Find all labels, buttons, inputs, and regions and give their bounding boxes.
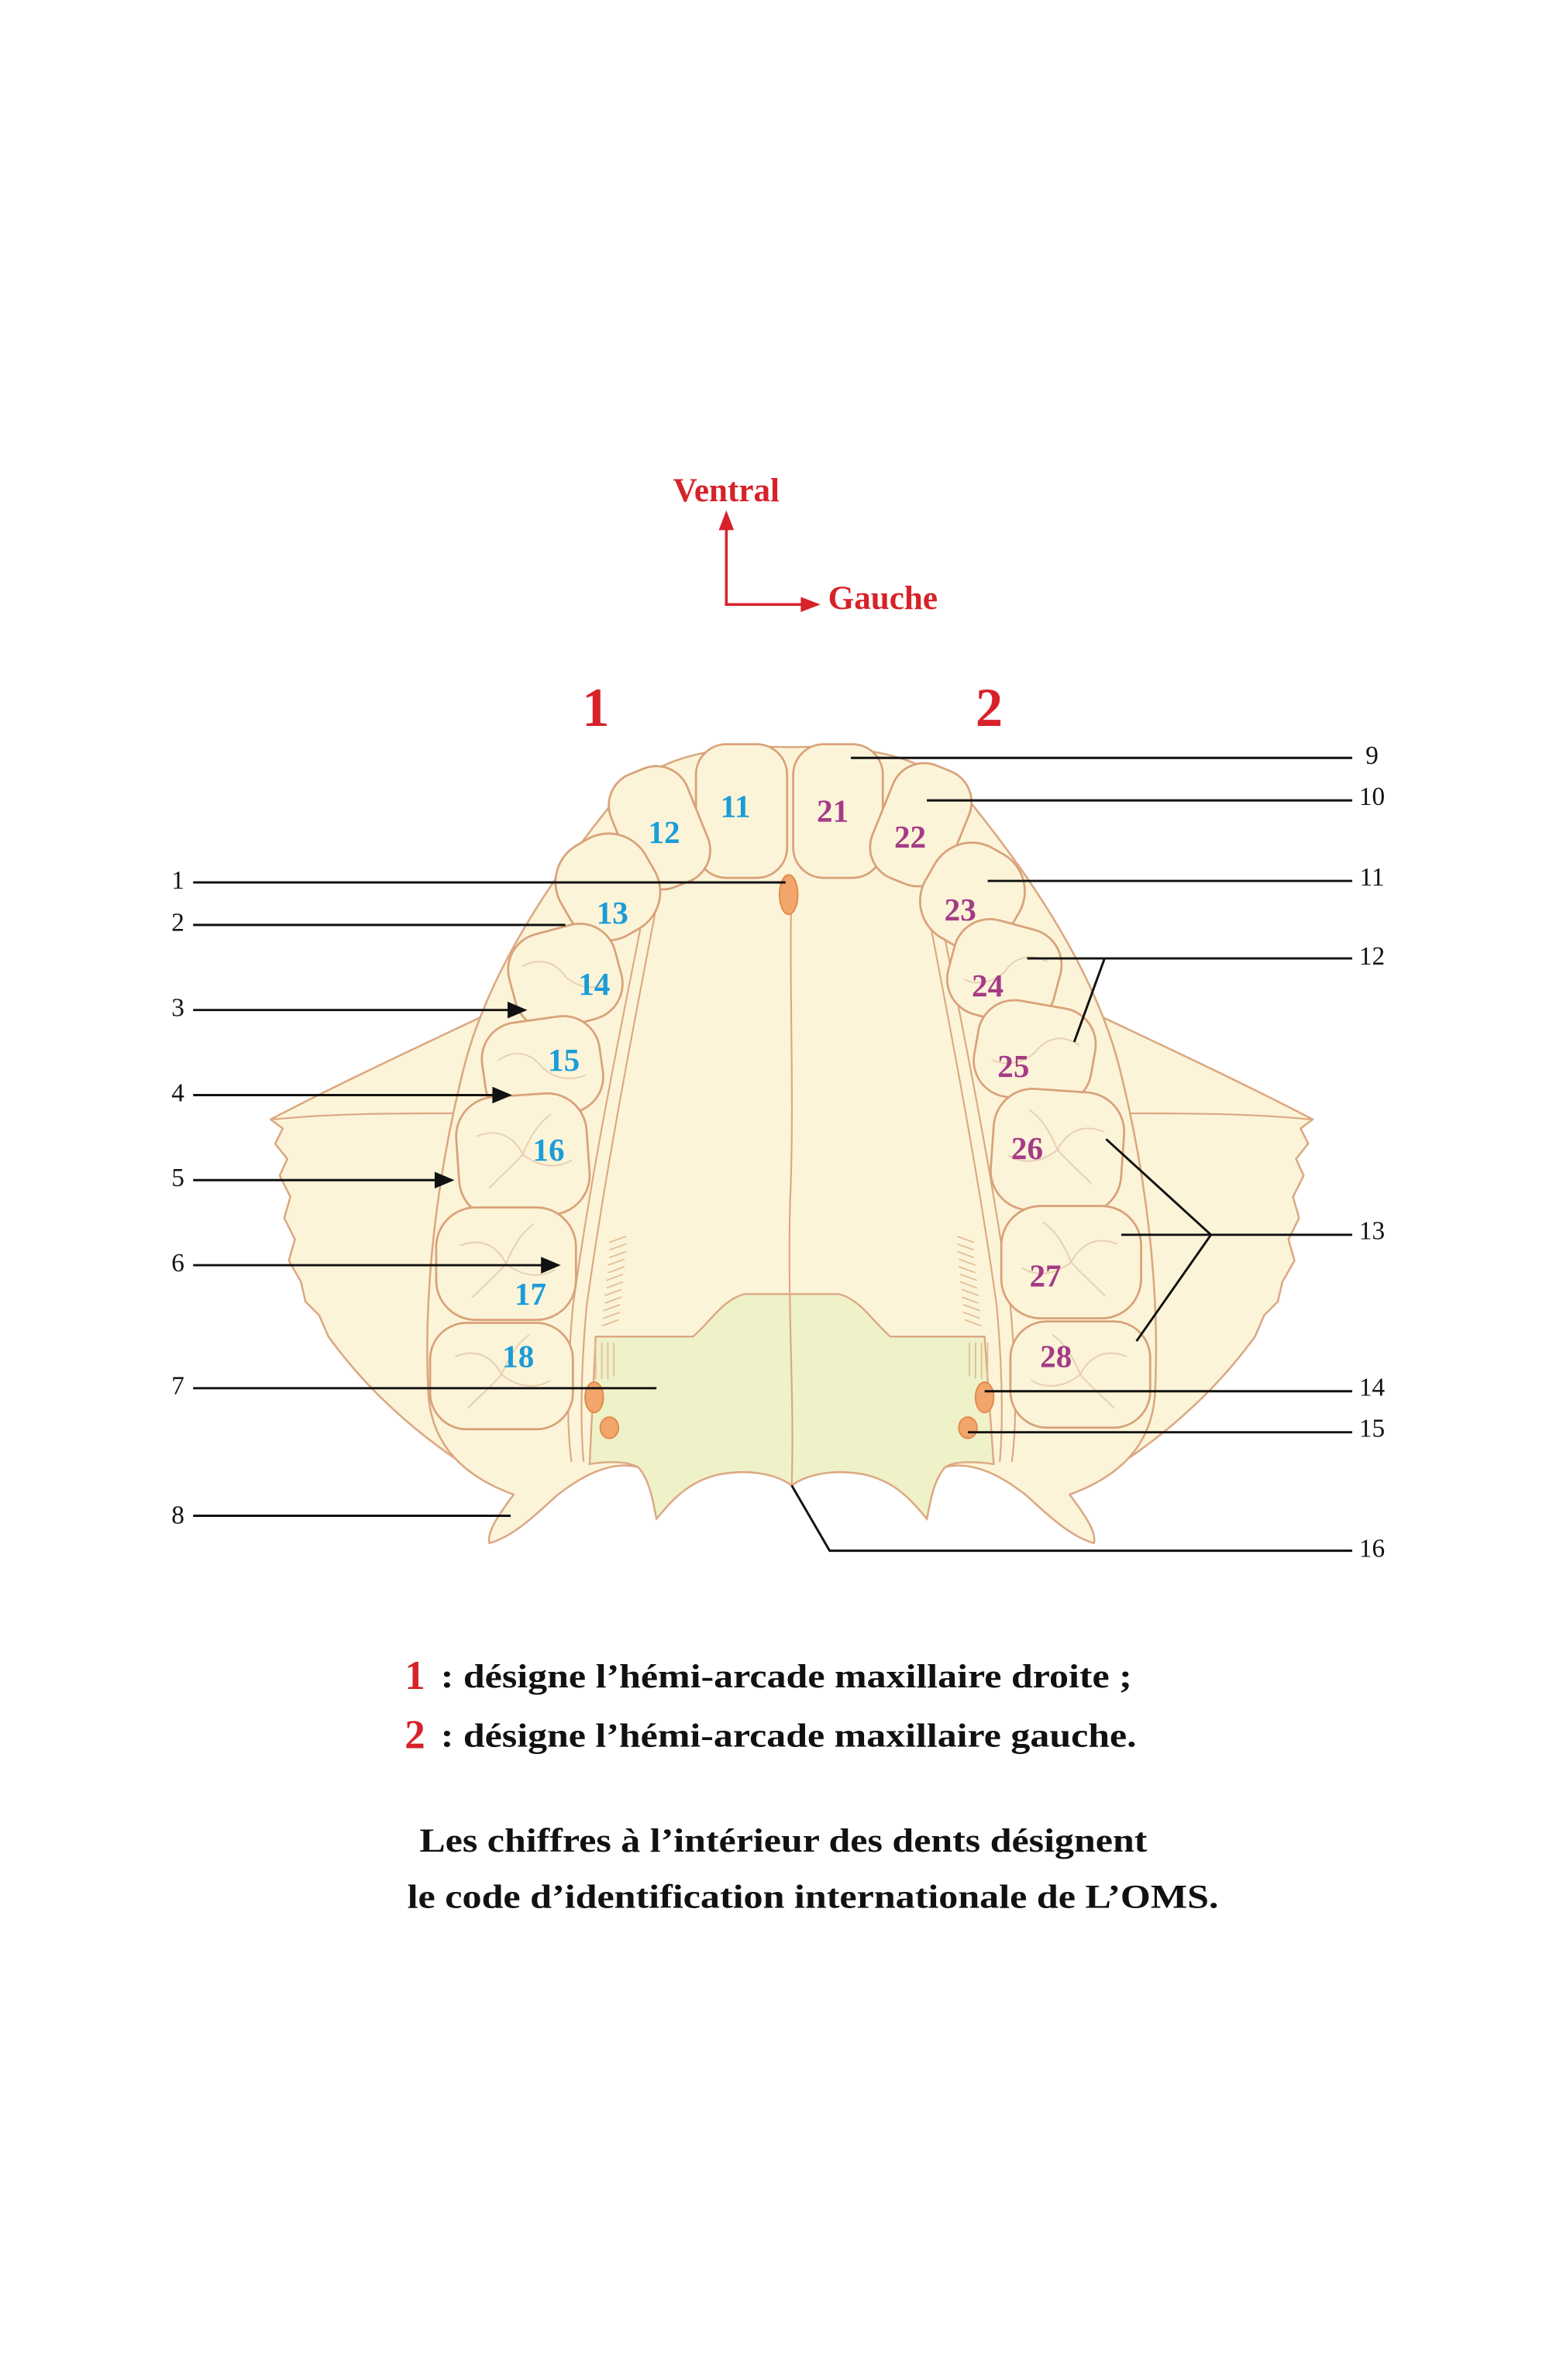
callout-label-14: 14 bbox=[1359, 1374, 1386, 1402]
tooth-16-crown bbox=[455, 1092, 591, 1219]
callout-label-9: 9 bbox=[1365, 741, 1379, 770]
callout-label-1: 1 bbox=[171, 866, 184, 895]
gauche-arrow-head bbox=[800, 597, 821, 613]
tooth-number-11: 11 bbox=[721, 789, 751, 824]
tooth-15-cusps bbox=[497, 1053, 587, 1079]
note-line-2: le code d’identification internationale … bbox=[408, 1879, 1219, 1915]
callout-label-11: 11 bbox=[1359, 863, 1384, 892]
tooth-14: 14 bbox=[507, 922, 624, 1031]
tooth-number-28: 28 bbox=[1040, 1338, 1072, 1374]
tooth-21: 21 bbox=[792, 743, 884, 879]
tooth-25-cusps bbox=[991, 1037, 1080, 1064]
tooth-26-cusps bbox=[1008, 1109, 1104, 1185]
lesser-palatine-foramen-right bbox=[599, 1416, 620, 1439]
tooth-17-cusps bbox=[460, 1223, 556, 1298]
leader-line-13-branch-28 bbox=[1135, 1233, 1212, 1342]
tooth-13-crown bbox=[554, 832, 662, 942]
tooth-number-24: 24 bbox=[972, 968, 1003, 1003]
tooth-26-crown bbox=[990, 1087, 1126, 1216]
callout-label-8: 8 bbox=[171, 1501, 184, 1529]
note-line-1: Les chiffres à l’intérieur des dents dés… bbox=[419, 1823, 1148, 1859]
ventral-arrow-head bbox=[718, 510, 735, 531]
greater-palatine-foramen-right bbox=[584, 1381, 604, 1414]
hemi-arcade-right-teeth: 11 12 13 14 15 16 17 bbox=[429, 743, 789, 1431]
palatine-groove-hatch-left bbox=[957, 1235, 982, 1327]
hemi-arcade-left-teeth: 21 22 23 24 25 26 27 bbox=[792, 743, 1152, 1429]
tooth-number-13: 13 bbox=[597, 895, 628, 930]
callout-label-3: 3 bbox=[171, 994, 184, 1023]
callout-label-7: 7 bbox=[171, 1372, 184, 1401]
leader-arrow-head-4 bbox=[492, 1086, 512, 1104]
tooth-16: 16 bbox=[455, 1092, 591, 1219]
tooth-number-16: 16 bbox=[532, 1132, 564, 1168]
zygomatic-process-left-edge bbox=[1120, 1112, 1311, 1120]
note: Les chiffres à l’intérieur des dents dés… bbox=[408, 1823, 1219, 1916]
tooth-number-14: 14 bbox=[578, 966, 610, 1002]
tooth-16-cusps bbox=[476, 1113, 573, 1189]
tooth-number-15: 15 bbox=[548, 1042, 580, 1078]
alveolar-margin-left-inner bbox=[923, 889, 1003, 1463]
leader-arrow-head-3 bbox=[508, 1001, 528, 1019]
callout-label-4: 4 bbox=[171, 1078, 184, 1107]
tooth-18-crown bbox=[429, 1322, 574, 1431]
callout-label-15: 15 bbox=[1359, 1415, 1385, 1443]
alveolar-margin-right-inner bbox=[580, 889, 661, 1463]
median-palatine-suture bbox=[788, 877, 793, 1487]
orientation-gauche-label: Gauche bbox=[828, 580, 938, 617]
zygomatic-process-right-edge bbox=[273, 1112, 463, 1120]
callouts-right: 9 10 11 12 13 14 15 16 bbox=[790, 741, 1386, 1563]
lesser-palatine-foramen-left bbox=[958, 1416, 978, 1439]
tooth-number-22: 22 bbox=[894, 819, 926, 855]
tooth-number-21: 21 bbox=[817, 793, 849, 829]
tooth-28: 28 bbox=[1009, 1320, 1152, 1429]
tooth-13: 13 bbox=[554, 832, 662, 942]
legend-line2-text: : désigne l’hémi-arcade maxillaire gauch… bbox=[441, 1718, 1137, 1754]
leader-arrow-head-6 bbox=[541, 1257, 561, 1274]
tooth-27-cusps bbox=[1021, 1222, 1118, 1297]
tooth-18-cusps bbox=[455, 1334, 551, 1409]
callout-label-5: 5 bbox=[171, 1164, 184, 1192]
tooth-number-26: 26 bbox=[1011, 1130, 1043, 1166]
tooth-26: 26 bbox=[990, 1087, 1126, 1216]
tooth-14-cusps bbox=[522, 961, 606, 989]
orientation-indicator: Ventral Gauche bbox=[673, 473, 938, 617]
tooth-number-25: 25 bbox=[997, 1048, 1029, 1084]
tooth-28-cusps bbox=[1031, 1334, 1127, 1409]
hemi-arcade-left-number: 2 bbox=[976, 678, 1003, 738]
tooth-17: 17 bbox=[435, 1206, 577, 1321]
tooth-number-17: 17 bbox=[515, 1276, 546, 1312]
legend-line2-number: 2 bbox=[404, 1712, 425, 1757]
leader-line-13-branch-26 bbox=[1105, 1138, 1212, 1236]
callout-label-2: 2 bbox=[171, 909, 184, 937]
tooth-number-23: 23 bbox=[945, 892, 976, 927]
callout-label-12: 12 bbox=[1359, 942, 1385, 971]
tooth-number-18: 18 bbox=[502, 1338, 534, 1374]
callout-label-6: 6 bbox=[171, 1249, 184, 1278]
legend-line1-text: : désigne l’hémi-arcade maxillaire droit… bbox=[441, 1659, 1132, 1695]
tooth-27: 27 bbox=[1000, 1205, 1142, 1320]
tooth-18: 18 bbox=[429, 1322, 574, 1431]
incisive-foramen bbox=[778, 874, 799, 916]
legend-line1-number: 1 bbox=[404, 1653, 425, 1698]
legend: 1 : désigne l’hémi-arcade maxillaire dro… bbox=[404, 1653, 1136, 1757]
palatine-striation-left bbox=[969, 1343, 989, 1380]
palatine-groove-hatch-right bbox=[601, 1235, 627, 1327]
leader-line-16 bbox=[790, 1484, 1353, 1553]
leader-line-12-branch bbox=[1072, 958, 1106, 1043]
palatine-striation-right bbox=[594, 1343, 615, 1380]
tooth-number-27: 27 bbox=[1029, 1257, 1061, 1293]
callout-label-13: 13 bbox=[1359, 1217, 1385, 1246]
callout-label-10: 10 bbox=[1359, 782, 1385, 811]
greater-palatine-foramen-left bbox=[974, 1381, 995, 1414]
leader-arrow-head-5 bbox=[434, 1171, 455, 1189]
callouts-left: 1 2 3 4 5 6 7 8 bbox=[171, 866, 786, 1529]
callout-label-16: 16 bbox=[1359, 1534, 1385, 1563]
orientation-ventral-label: Ventral bbox=[673, 473, 780, 509]
hemi-arcade-right-number: 1 bbox=[582, 678, 609, 738]
tooth-number-12: 12 bbox=[648, 814, 680, 850]
